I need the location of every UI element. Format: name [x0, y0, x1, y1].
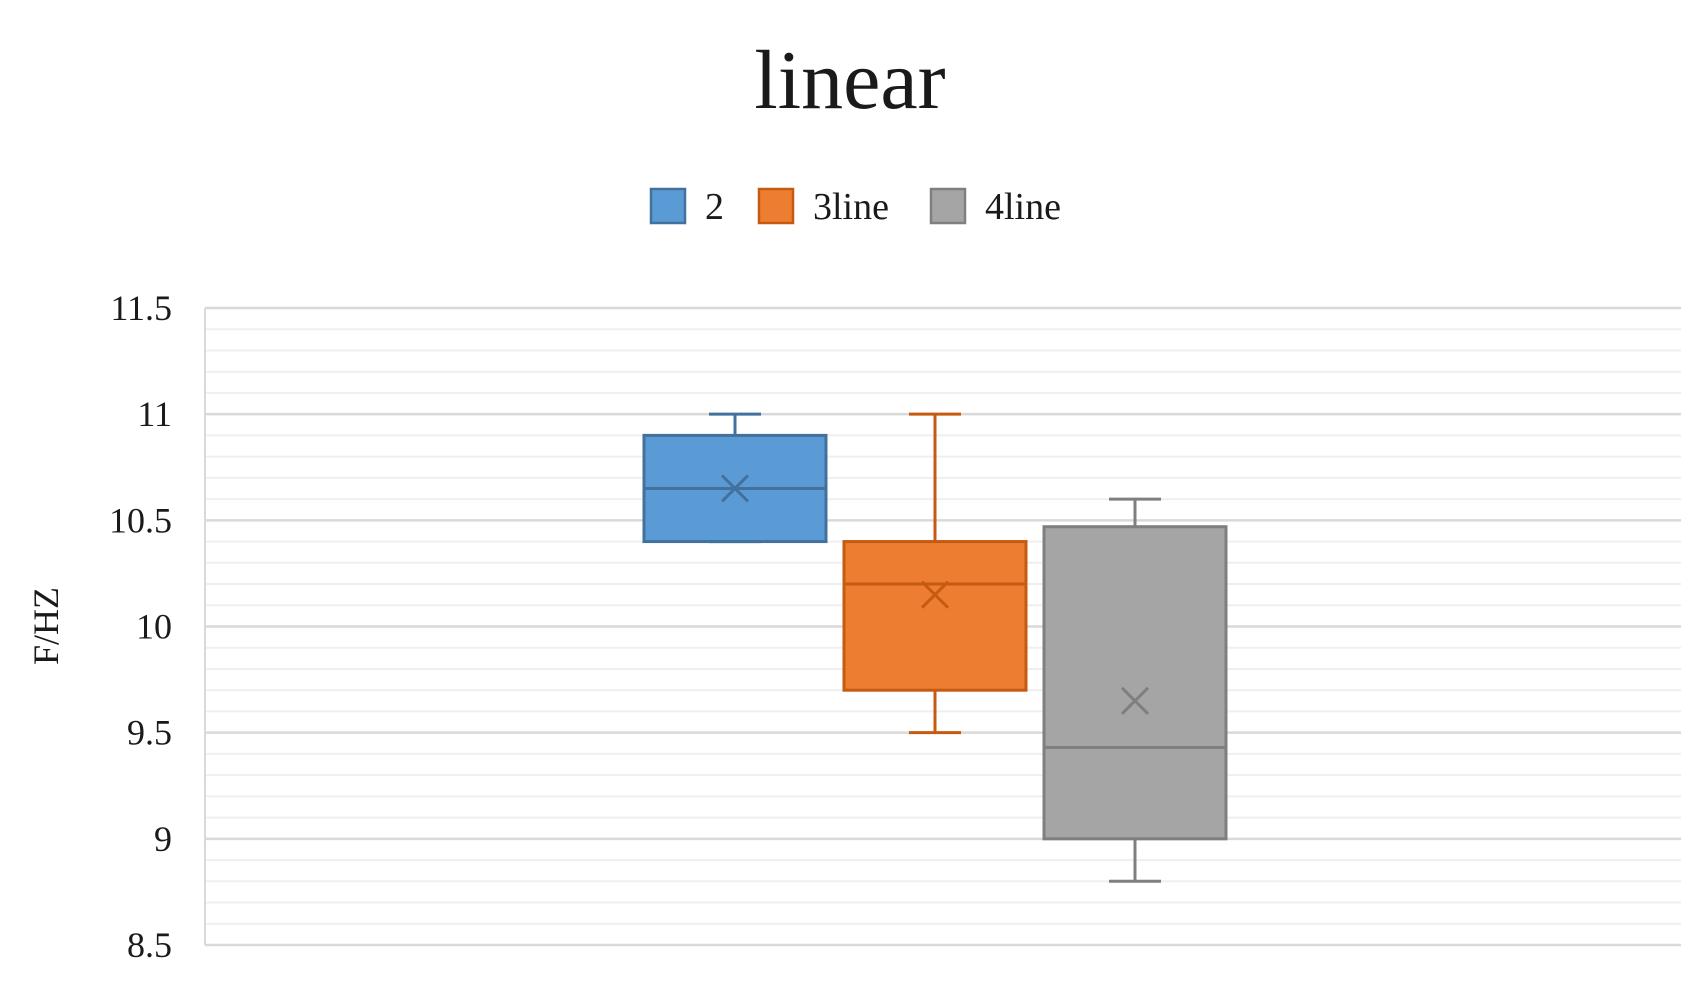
- box-iqr: [842, 540, 1028, 692]
- box-2: [642, 412, 828, 544]
- legend-label: 3line: [813, 186, 889, 228]
- box-iqr: [1042, 525, 1228, 841]
- box-3line: [842, 412, 1028, 735]
- y-tick-label: 9: [154, 819, 172, 859]
- legend-swatch: [649, 187, 687, 225]
- legend-swatch: [757, 187, 795, 225]
- y-tick-label: 11.5: [110, 288, 172, 328]
- y-tick-label: 8.5: [127, 925, 172, 965]
- y-axis-ticks: 8.5 9 9.5 10 10.5 11 11.5: [109, 288, 172, 965]
- legend-label: 2: [705, 186, 724, 228]
- mean-marker: [920, 580, 950, 609]
- y-axis-label: F/HZ: [26, 587, 66, 665]
- mean-marker: [1120, 686, 1150, 715]
- legend-swatch: [929, 187, 967, 225]
- y-tick-label: 10.5: [109, 500, 172, 540]
- chart-title: linear: [754, 34, 945, 127]
- boxes: [642, 412, 1228, 883]
- y-tick-label: 11: [137, 394, 172, 434]
- y-tick-label: 10: [136, 607, 172, 647]
- legend-label: 4line: [985, 186, 1061, 228]
- y-tick-label: 9.5: [127, 713, 172, 753]
- box-4line: [1042, 497, 1228, 883]
- mean-marker: [720, 474, 750, 503]
- legend: 2 3line 4line: [649, 186, 1061, 228]
